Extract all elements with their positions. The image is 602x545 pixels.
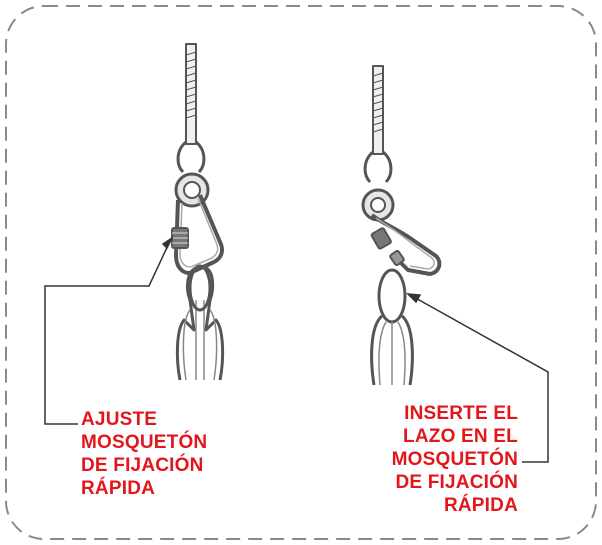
dashed-frame [5,5,597,540]
right-leader-line [411,295,549,463]
callout-left-line-4: RÁPIDA [81,478,156,499]
callout-left-line-2: MOSQUETÓN [81,432,208,453]
right-eye-bolt [363,150,393,184]
left-leader-line [44,240,171,425]
callout-left-line-1: AJUSTE [81,409,158,430]
left-leader-arrow [161,235,174,250]
right-sling-loop [370,314,414,386]
left-threaded-rod [185,43,197,145]
right-sling-eye [377,268,407,324]
right-link-sleeve [370,227,392,250]
right-threaded-rod [372,65,384,155]
callout-right: INSERTE EL LAZO EN EL MOSQUETÓN DE FIJAC… [348,402,518,517]
callout-right-line-4: DE FIJACIÓN [395,472,518,493]
left-assembly [171,43,225,381]
left-eye-bolt [176,140,206,174]
callout-right-line-1: INSERTE EL [404,403,518,424]
leader-lines [44,235,549,463]
callout-right-line-3: MOSQUETÓN [391,449,518,470]
callout-left-line-3: DE FIJACIÓN [81,455,204,476]
right-leader-arrow [406,293,422,304]
right-assembly [361,65,442,386]
callout-right-line-5: RÁPIDA [443,495,518,516]
left-sling-loop [175,266,225,381]
callout-right-line-2: LAZO EN EL [403,426,518,447]
callout-left: AJUSTE MOSQUETÓN DE FIJACIÓN RÁPIDA [81,408,207,500]
